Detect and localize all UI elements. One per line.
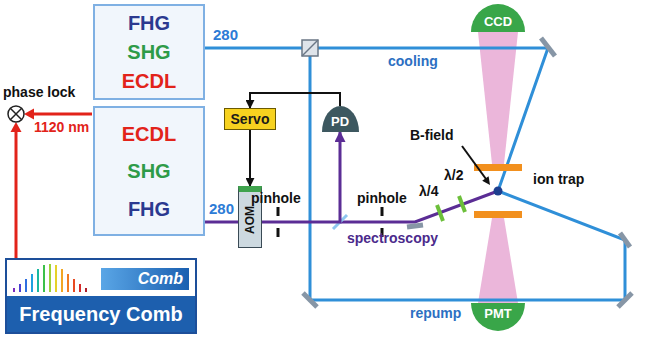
pd-label: PD xyxy=(331,114,349,129)
b-field-arrowhead xyxy=(482,176,490,185)
mirror xyxy=(620,233,630,247)
pinhole xyxy=(381,207,384,216)
lock-arrowhead xyxy=(24,109,34,120)
annotation-label: 1120 nm xyxy=(34,119,89,135)
comb-tooth xyxy=(49,264,51,292)
aom-label: AOM xyxy=(243,206,257,234)
comb-tooth xyxy=(13,288,15,292)
stage-name: SHG xyxy=(127,40,170,64)
comb-tooth xyxy=(85,288,87,292)
comb-tooth xyxy=(43,265,45,292)
mirror xyxy=(541,38,555,56)
beam-wavelength: 280 xyxy=(209,201,234,217)
connector xyxy=(262,132,340,222)
comb-title: Frequency Comb xyxy=(7,296,195,332)
comb-tooth xyxy=(55,265,57,292)
dome-fill xyxy=(471,4,525,32)
pinhole xyxy=(277,207,280,216)
stage-name: ECDL xyxy=(122,122,176,146)
annotation-label: B-field xyxy=(410,127,454,143)
comb-tooth xyxy=(31,274,33,292)
wave-plate xyxy=(459,196,465,212)
comb-tooth xyxy=(19,284,21,292)
connector xyxy=(250,93,340,108)
annotation-label: pinhole xyxy=(357,190,407,206)
repump-beam xyxy=(310,56,625,300)
annotation-label: spectroscopy xyxy=(347,230,438,246)
annotation-label: cooling xyxy=(388,53,438,69)
laser-chain-box: ECDL SHG FHG xyxy=(93,106,205,236)
comb-label: Comb xyxy=(138,270,183,288)
annotation-label: ion trap xyxy=(533,171,584,187)
laser-chain-box: FHG SHG ECDL xyxy=(93,4,205,100)
phase-detector xyxy=(8,106,24,122)
trap-electrode xyxy=(474,164,522,171)
servo-label: Servo xyxy=(231,111,270,127)
lock-arrowhead xyxy=(11,122,22,132)
connector xyxy=(205,221,238,224)
connector xyxy=(249,130,251,186)
imaging-cone xyxy=(478,218,518,303)
wave-plate xyxy=(437,205,443,221)
dome-fill xyxy=(322,106,359,132)
cooling-beam xyxy=(318,48,548,191)
phase-detector-cross xyxy=(10,108,21,119)
ccd-label: CCD xyxy=(484,14,512,29)
pmt-detector: PMT xyxy=(471,303,525,331)
annotation-label: phase lock xyxy=(3,84,75,100)
b-field-arrow xyxy=(462,146,486,179)
mirror xyxy=(618,293,632,307)
stage-name: FHG xyxy=(128,197,170,221)
annotation-label: repump xyxy=(410,305,461,321)
comb-tooth xyxy=(37,269,39,292)
comb-tooth xyxy=(25,279,27,292)
stage-name: SHG xyxy=(127,159,170,183)
annotation-label: λ/4 xyxy=(419,183,438,199)
phase-detector-cross xyxy=(10,108,21,119)
pinhole xyxy=(277,228,280,237)
dome-fill xyxy=(471,303,525,331)
stage-name: ECDL xyxy=(122,69,176,93)
ccd-camera: CCD xyxy=(471,4,525,32)
trap-electrode xyxy=(474,211,522,218)
mirror xyxy=(303,293,317,307)
lock-arrow xyxy=(15,131,18,258)
mirror xyxy=(407,225,423,227)
comb-tooth xyxy=(73,279,75,292)
comb-tooth xyxy=(67,274,69,292)
annotation-label: pinhole xyxy=(251,190,301,206)
comb-tooth xyxy=(79,284,81,292)
lock-arrow xyxy=(32,113,92,116)
annotation-label: 280 xyxy=(213,27,238,43)
pmt-label: PMT xyxy=(484,306,511,321)
uv-beam xyxy=(205,47,302,50)
imaging-cone xyxy=(478,32,518,164)
frequency-comb-box: Frequency Comb Comb xyxy=(5,258,197,334)
ion xyxy=(494,187,503,196)
comb-band: Comb xyxy=(101,268,189,290)
annotation-label: λ/2 xyxy=(444,167,463,183)
beam-splitter-cube xyxy=(302,40,318,56)
servo-box: Servo xyxy=(224,108,276,130)
cube-diagonal xyxy=(302,40,318,56)
stage-name: FHG xyxy=(128,11,170,35)
comb-tooth xyxy=(61,269,63,292)
photodiode: PD xyxy=(322,106,359,132)
